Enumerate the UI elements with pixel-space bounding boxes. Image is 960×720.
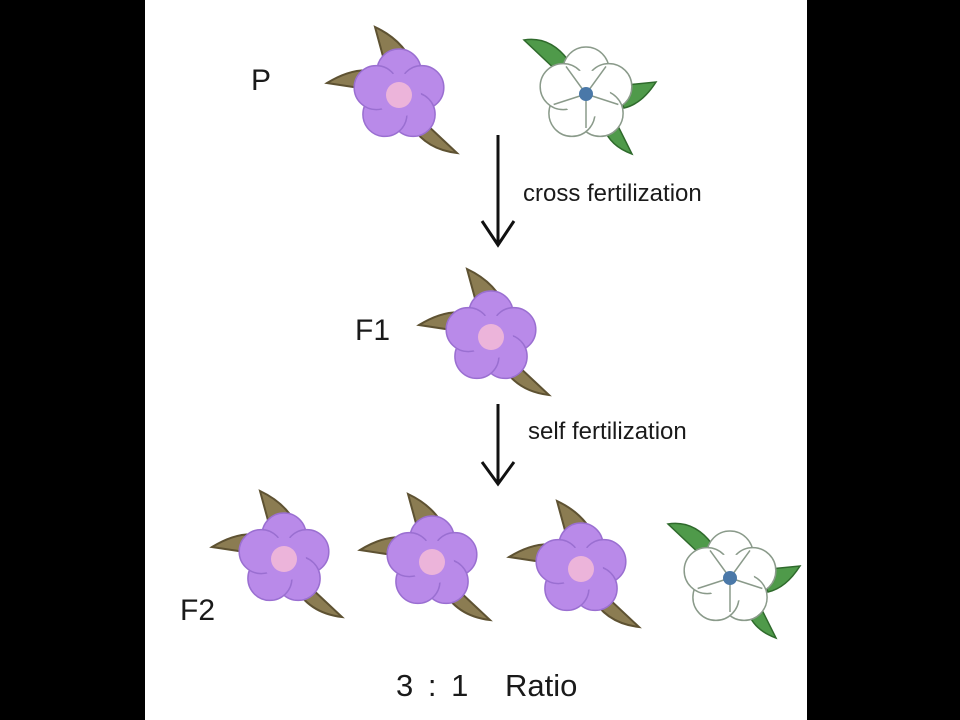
flower-center: [478, 324, 504, 350]
f2-purple-flower-2: [357, 492, 493, 622]
label-f1: F1: [355, 314, 391, 347]
ratio-dominant: 3: [396, 668, 414, 703]
p-white-flower: [522, 38, 658, 156]
flower-center: [386, 82, 412, 108]
p-purple-flower: [324, 25, 460, 155]
ratio-text: 3 : 1 Ratio: [396, 670, 577, 701]
ratio-separator: :: [427, 668, 437, 703]
ratio-recessive: 1: [451, 668, 469, 703]
flower-center: [419, 549, 445, 575]
label-f2: F2: [180, 594, 216, 627]
cross-fertilization-label: cross fertilization: [523, 180, 702, 207]
flower-center: [579, 87, 593, 101]
flower-center: [723, 571, 737, 585]
flower-center: [271, 546, 297, 572]
f2-purple-flower-3: [506, 499, 642, 629]
f2-purple-flower-1: [209, 489, 345, 619]
f2-white-flower: [666, 522, 802, 640]
flower-center: [568, 556, 594, 582]
label-p: P: [251, 64, 272, 97]
ratio-word: Ratio: [505, 668, 578, 703]
f1-purple-flower: [416, 267, 552, 397]
arrow-self: [480, 404, 516, 487]
arrow-cross: [480, 135, 516, 248]
self-fertilization-label: self fertilization: [528, 418, 687, 445]
